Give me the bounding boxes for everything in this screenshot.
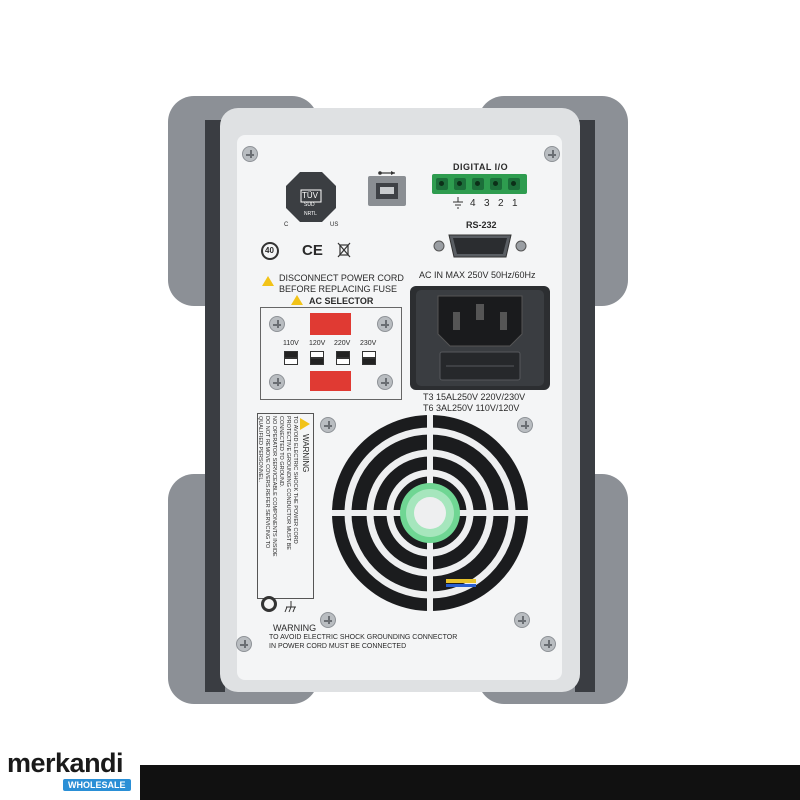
screw-icon xyxy=(320,612,336,628)
tuv-label: TÜV xyxy=(302,191,318,200)
bottom-warning-title: WARNING xyxy=(273,623,317,633)
ac-selector-voltage-220v: 220V xyxy=(334,340,351,347)
ac-power-inlet[interactable] xyxy=(410,286,550,390)
screw-icon xyxy=(540,636,556,652)
screw-icon xyxy=(377,374,393,390)
fuse-spec-line1: T3 15AL250V 220V/230V xyxy=(423,392,526,402)
ground-terminal[interactable] xyxy=(261,596,277,612)
merkandi-brand: merkandi xyxy=(7,748,124,778)
digital-io-title: DIGITAL I/O xyxy=(453,162,509,172)
ac-selector-voltage-230v: 230V xyxy=(360,340,377,347)
screw-icon xyxy=(242,146,258,162)
chassis-ground-icon xyxy=(284,600,298,614)
weee-bin-icon xyxy=(337,241,351,259)
bumper-gap-right xyxy=(575,120,595,692)
ac-selector-voltage-110v: 110V xyxy=(283,340,299,347)
ce-mark: CE xyxy=(302,242,323,259)
screw-icon xyxy=(377,316,393,332)
digital-io-pin-3: 3 xyxy=(484,198,490,209)
fuse-spec-line2: T6 3AL250V 110V/120V xyxy=(423,403,520,413)
warning-triangle-icon xyxy=(291,295,303,305)
screw-icon xyxy=(514,612,530,628)
ac-input-label: AC IN MAX 250V 50Hz/60Hz xyxy=(419,270,536,280)
compliance-circle-mark: 40 xyxy=(261,242,279,260)
screw-icon xyxy=(544,146,560,162)
screw-icon xyxy=(269,316,285,332)
merkandi-tagline: WHOLESALE xyxy=(63,779,131,791)
ac-selector-voltage-120v: 120V xyxy=(309,340,326,347)
tuv-certification-logo: TÜV SÜD NRTL xyxy=(284,170,338,224)
screw-icon xyxy=(269,374,285,390)
digital-io-terminal[interactable] xyxy=(432,174,527,194)
warning-triangle-icon xyxy=(300,418,310,430)
ground-icon xyxy=(452,196,464,209)
fuse-warning-line1: DISCONNECT POWER CORD xyxy=(279,273,404,283)
usb-icon xyxy=(378,164,396,175)
ac-selector-box xyxy=(260,307,402,400)
digital-io-pin-4: 4 xyxy=(470,198,476,209)
bottom-warning-line2: IN POWER CORD MUST BE CONNECTED xyxy=(269,643,407,650)
us-label: US xyxy=(330,222,339,228)
nrtl-label: NRTL xyxy=(304,211,317,217)
c-label: C xyxy=(284,222,289,228)
digital-io-pin-1: 1 xyxy=(512,198,518,209)
screw-icon xyxy=(320,417,336,433)
warning-triangle-icon xyxy=(262,276,274,286)
sud-label: SÜD xyxy=(304,202,315,208)
rs232-port[interactable] xyxy=(432,232,528,260)
ac-selector-switch-bottom[interactable] xyxy=(310,371,351,391)
usb-port[interactable] xyxy=(368,176,406,206)
side-warning-title: WARNING xyxy=(301,434,310,473)
ac-selector-switch-top[interactable] xyxy=(310,313,351,335)
screw-icon xyxy=(517,417,533,433)
bottom-warning-line1: TO AVOID ELECTRIC SHOCK GROUNDING CONNEC… xyxy=(269,634,458,641)
screw-icon xyxy=(236,636,252,652)
digital-io-pin-2: 2 xyxy=(498,198,504,209)
side-warning-text: WARNING TO AVOID ELECTRIC SHOCK THE POWE… xyxy=(257,416,310,557)
rs232-label: RS-232 xyxy=(466,220,497,230)
ac-selector-title: AC SELECTOR xyxy=(309,296,374,306)
side-warning-box xyxy=(257,413,314,599)
fuse-warning-line2: BEFORE REPLACING FUSE xyxy=(279,284,398,294)
cooling-fan-grille xyxy=(322,413,538,613)
